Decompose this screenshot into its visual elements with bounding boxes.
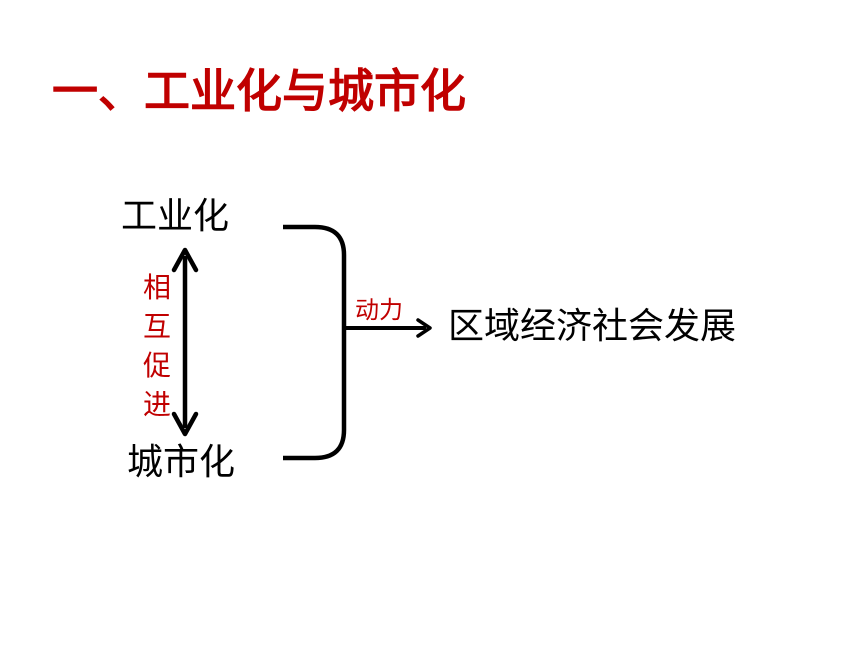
node-urbanization: 城市化: [127, 442, 236, 483]
label-mutual-promotion: 相互促进: [142, 271, 171, 421]
mutual-arrow-head-down: [171, 411, 199, 437]
node-industrialization: 工业化: [121, 196, 230, 237]
slide-title: 一、工业化与城市化: [52, 64, 466, 118]
merge-bracket: [283, 224, 347, 461]
label-driving-force: 动力: [355, 296, 403, 324]
mutual-arrow-head-up: [171, 247, 199, 273]
node-regional-development: 区域经济社会发展: [448, 306, 737, 347]
driving-arrow-head: [416, 318, 432, 338]
